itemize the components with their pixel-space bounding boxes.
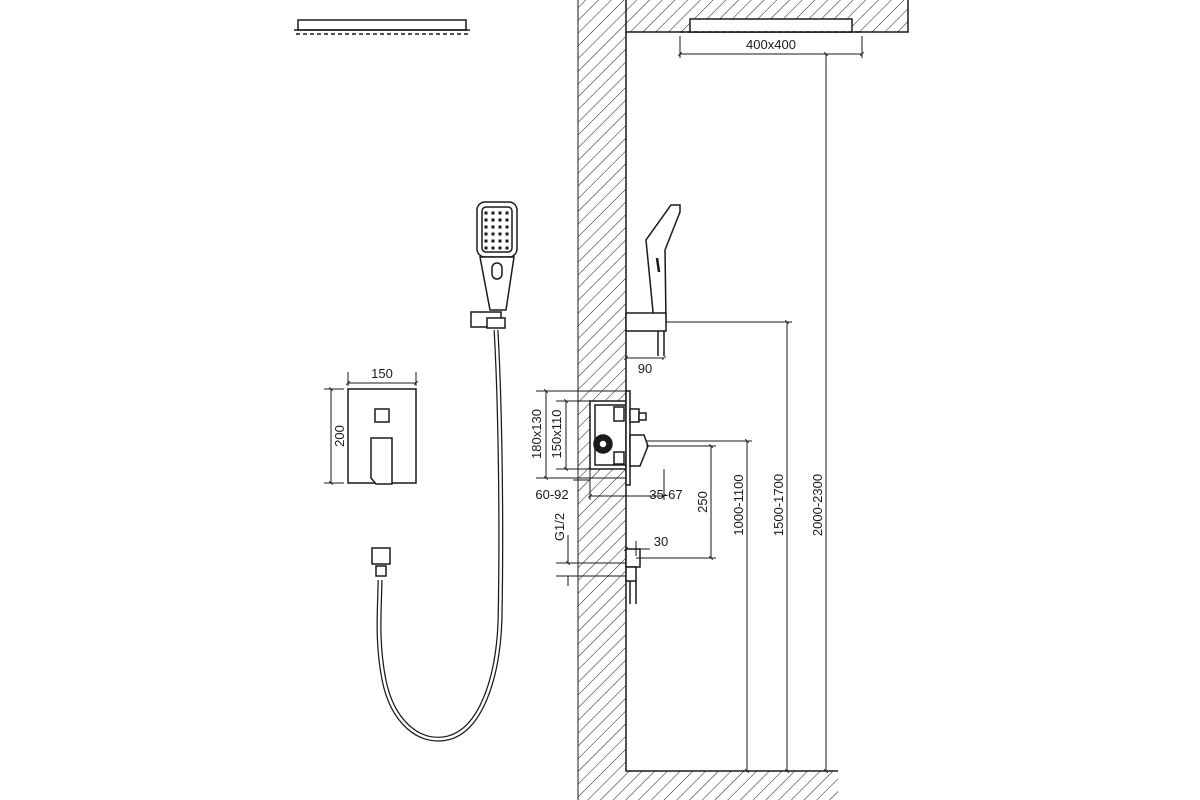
box-inner-label: 150x110 (549, 410, 564, 459)
head-height-label: 2000-2300 (810, 474, 825, 536)
installation-dimension-lines (536, 36, 865, 774)
wall-outlet-elbow (371, 547, 391, 577)
shower-hose (376, 329, 504, 742)
outlet-offset-label: 30 (654, 534, 668, 549)
wall-outlet-side (625, 548, 641, 604)
mixer-handle-side (625, 390, 649, 486)
hand-shower-holder-side (625, 204, 681, 356)
concealed-mixer-box (589, 400, 627, 470)
wall-depth-label: 60-92 (535, 487, 568, 502)
overhead-shower-head (294, 19, 470, 35)
protrusion-label: 35-67 (649, 487, 682, 502)
shower-head-size-label: 400x400 (746, 37, 796, 52)
plate-height-label: 200 (332, 425, 347, 447)
hand-shower (470, 201, 518, 329)
box-outer-label: 180x130 (529, 409, 544, 459)
ceiling-shower-head (680, 18, 862, 33)
mixer-height-label: 1000-1100 (731, 474, 746, 535)
outlet-thread-label: G1/2 (552, 513, 567, 541)
holder-height-label: 1500-1700 (771, 474, 786, 536)
holder-offset-label: 90 (638, 361, 652, 376)
mixer-to-outlet-label: 250 (695, 491, 710, 513)
wall-section (577, 0, 909, 800)
plate-dimension-lines (324, 372, 419, 486)
mixer-cover-plate (347, 388, 417, 485)
plate-width-label: 150 (371, 366, 393, 381)
